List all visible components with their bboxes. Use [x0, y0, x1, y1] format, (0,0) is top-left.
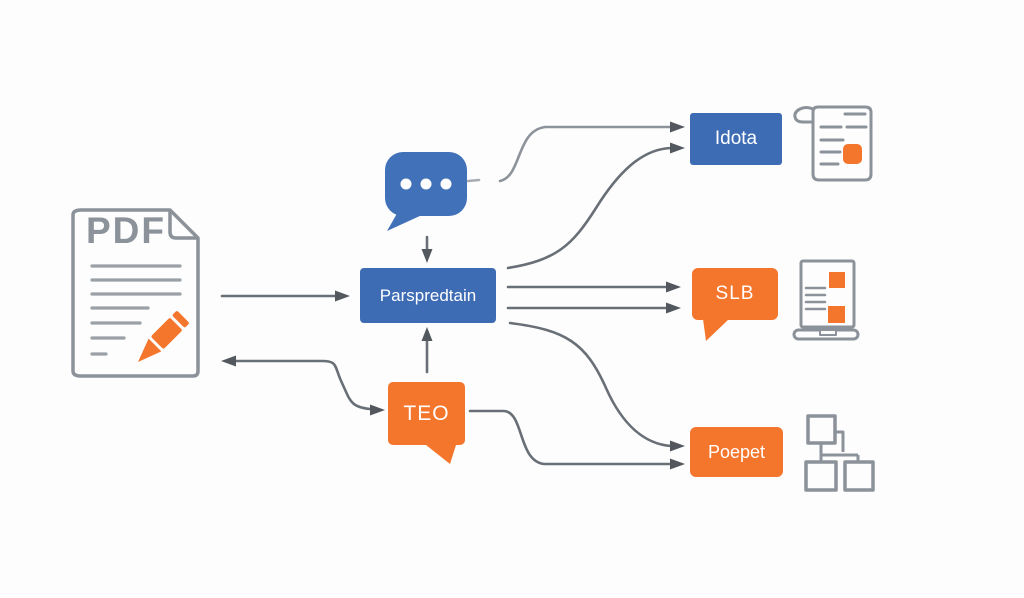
arrowhead-right: [335, 290, 350, 302]
arrowhead-right: [670, 142, 685, 154]
flowchart-box-top: [806, 414, 837, 445]
chat-dot: [440, 178, 452, 190]
arrowhead-right: [666, 281, 681, 293]
chat-bubble-icon: [385, 152, 467, 231]
chat-dot: [400, 178, 412, 190]
arrowhead-left: [221, 355, 236, 367]
node-parser-label: Parspredtain: [379, 285, 477, 305]
pdf-document-icon: [71, 208, 200, 378]
node-teo: TEO: [388, 382, 465, 445]
monitor-lines: [804, 286, 827, 311]
node-poepet-label: Poepet: [707, 441, 766, 462]
monitor-orange-block: [829, 272, 845, 288]
node-slb: SLB: [692, 268, 778, 320]
scroll-lines: [819, 112, 868, 166]
arrow-heads: [221, 121, 685, 470]
scroll-document-icon: [793, 105, 873, 182]
node-poepet: Poepet: [690, 427, 783, 477]
chat-bubble-tail: [387, 210, 422, 231]
arrowhead-down: [421, 249, 433, 263]
arrowhead-up: [421, 327, 433, 341]
arrow-parser-to-idota: [506, 146, 673, 270]
flowchart-box-left: [804, 460, 838, 492]
teo-bubble-tail: [426, 445, 456, 464]
pdf-document-text-lines: [90, 264, 182, 356]
chat-dot: [420, 178, 432, 190]
flowchart-step-line: [835, 430, 845, 452]
arrow-parser-pdf-teo-curve: [233, 359, 372, 411]
node-parser: Parspredtain: [360, 268, 496, 323]
slb-bubble-tail: [703, 319, 729, 341]
arrow-parser-to-poepet: [508, 321, 673, 448]
node-teo-label: TEO: [403, 401, 450, 425]
arrowhead-right: [670, 458, 685, 470]
pen-icon: [138, 311, 189, 362]
pdf-source-label: PDF: [86, 210, 166, 251]
monitor-icon: [792, 259, 860, 341]
arrowhead-right: [370, 404, 385, 416]
monitor-base-notch: [819, 329, 837, 336]
node-slb-label: SLB: [715, 283, 755, 304]
flowchart-box-right: [843, 460, 875, 492]
arrowhead-right: [670, 121, 685, 133]
chat-dash: [466, 178, 481, 183]
connector-lines: [220, 125, 673, 466]
arrowhead-right: [670, 440, 685, 452]
node-idota-label: Idota: [714, 128, 758, 149]
scroll-body: [811, 105, 873, 182]
arrow-teo-to-poepet: [468, 409, 673, 466]
flowchart-connectors: [819, 443, 860, 462]
scroll-seal: [843, 144, 862, 164]
monitor-orange-block: [828, 306, 845, 323]
arrowhead-right: [666, 302, 681, 314]
pdf-document-fold: [168, 210, 198, 240]
arrow-chat-to-idota: [498, 125, 673, 183]
flowchart-icon: [804, 414, 875, 492]
scroll-curl: [793, 106, 814, 124]
node-idota: Idota: [690, 113, 782, 165]
